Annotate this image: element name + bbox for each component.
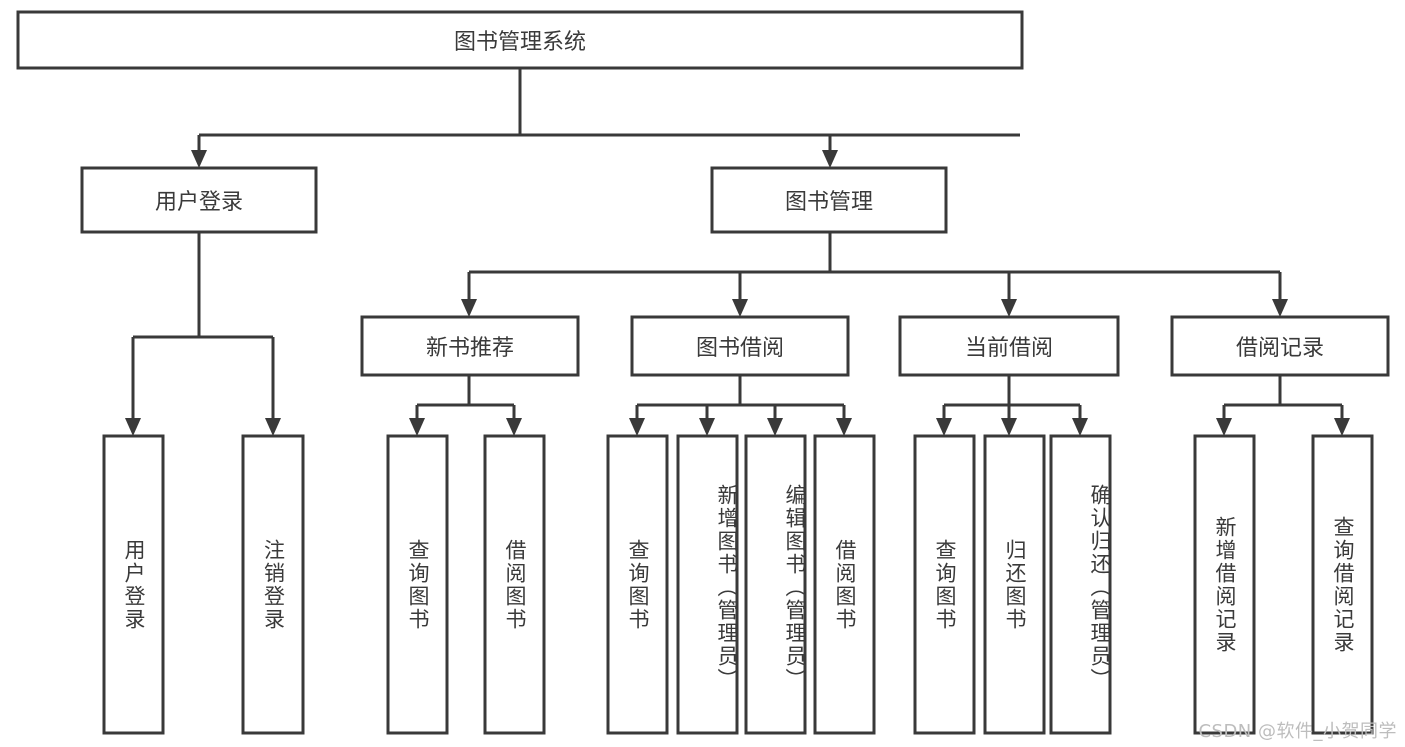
connector-borrowrecord-to-leaves xyxy=(1216,375,1350,436)
node-leaf-borrow-book-2[interactable] xyxy=(813,434,876,735)
node-leaf-confirm-return[interactable] xyxy=(1049,434,1112,735)
node-leaf-borrow-book-1[interactable] xyxy=(483,434,546,735)
node-user-login[interactable] xyxy=(80,166,318,234)
connector-bookborrow-to-leaves xyxy=(629,375,852,436)
connector-userlogin-to-leaves xyxy=(125,232,281,436)
connector-bookmanage-to-level3 xyxy=(461,232,1288,317)
connector-currentborrow-to-leaves xyxy=(936,375,1088,436)
node-current-borrow[interactable] xyxy=(898,315,1120,377)
node-book-borrow[interactable] xyxy=(630,315,850,377)
node-leaf-query-book-1[interactable] xyxy=(386,434,449,735)
node-leaf-return-book[interactable] xyxy=(983,434,1046,735)
node-leaf-edit-book[interactable] xyxy=(744,434,807,735)
node-leaf-query-record[interactable] xyxy=(1311,434,1374,735)
node-root[interactable] xyxy=(16,10,1024,70)
node-leaf-query-book-3[interactable] xyxy=(913,434,976,735)
node-leaf-logout-login[interactable] xyxy=(241,434,305,735)
node-leaf-query-book-2[interactable] xyxy=(606,434,669,735)
node-leaf-user-login[interactable] xyxy=(102,434,165,735)
node-book-manage[interactable] xyxy=(710,166,948,234)
connector-newbook-to-leaves xyxy=(409,375,522,436)
node-leaf-add-record[interactable] xyxy=(1193,434,1256,735)
connector-root-to-level2 xyxy=(191,68,1020,168)
node-leaf-add-book[interactable] xyxy=(676,434,739,735)
node-borrow-record[interactable] xyxy=(1170,315,1390,377)
node-new-book-recommend[interactable] xyxy=(360,315,580,377)
